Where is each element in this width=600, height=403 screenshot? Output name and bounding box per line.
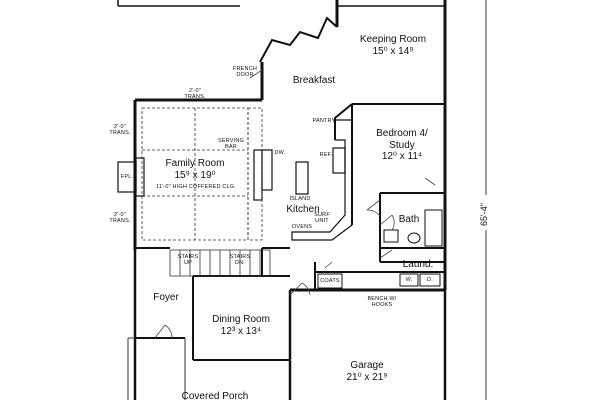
room-name: Bath xyxy=(398,214,420,225)
note-line: FPL. xyxy=(120,174,134,180)
note-line: STAIRS xyxy=(229,254,251,260)
kitchen-counters xyxy=(253,119,353,241)
note-line: BAR xyxy=(225,144,237,151)
room-dimensions: 12³ x 13⁴ xyxy=(220,325,262,337)
note-line: UP xyxy=(183,260,193,267)
room-name: Covered Porch xyxy=(181,391,249,402)
dining-room-label: Dining Room 12³ x 13⁴ xyxy=(203,314,279,337)
kitchen-label: Kitchen xyxy=(278,204,328,216)
note-line: COATS xyxy=(320,278,340,284)
refrigerator-note: REF. xyxy=(318,152,334,158)
exterior-walls xyxy=(133,0,447,400)
note-line: BENCH W/ xyxy=(367,296,397,302)
note-line: SERVING xyxy=(217,138,245,144)
porch-outline xyxy=(127,337,186,400)
room-name: Laund. xyxy=(402,259,434,270)
door-swings xyxy=(154,69,436,339)
serving-bar-note: SERVING BAR xyxy=(216,138,246,150)
bedroom-4-study-label: Bedroom 4/ Study 12⁰ x 11⁴ xyxy=(362,128,442,163)
island-note: ISLAND xyxy=(288,196,312,202)
room-name: Keeping Room xyxy=(359,34,427,45)
stairs-up-note: STAIRS UP xyxy=(176,254,200,266)
fireplace-outline xyxy=(117,157,145,197)
laundry-label: Laund. xyxy=(396,259,440,271)
room-name: Garage xyxy=(350,360,384,371)
note-line: 2'-0" xyxy=(114,124,126,130)
coffered-ceiling-note: 11'-0" HIGH COFFERED CLG. xyxy=(148,184,244,190)
room-name: Kitchen xyxy=(286,204,320,215)
note-line: D. xyxy=(427,277,433,283)
room-name: Breakfast xyxy=(292,75,336,86)
washer-note: W. xyxy=(402,277,416,283)
note-line: TRANS. xyxy=(109,130,131,137)
note-line: TRANS. xyxy=(109,218,131,225)
note-line: 2'-0" xyxy=(189,88,201,94)
stairs-outline xyxy=(169,249,271,277)
bath-label: Bath xyxy=(392,214,426,226)
laundry-appliances xyxy=(317,273,441,289)
ovens-note: OVENS xyxy=(290,224,314,230)
room-dimensions: 21⁰ x 21⁹ xyxy=(346,371,388,383)
bath-fixtures xyxy=(383,209,443,247)
transom-top-note: 2'-0" TRANS. xyxy=(180,88,210,100)
stairs-down-note: STAIRS DN. xyxy=(228,254,252,266)
note-line: DN. xyxy=(234,260,246,267)
room-name: Foyer xyxy=(153,292,179,303)
note-line: 2'-0" xyxy=(114,212,126,218)
note-line: UNIT xyxy=(315,218,329,225)
note-line: FRENCH xyxy=(232,66,258,72)
dishwasher-note: DW. xyxy=(272,150,288,156)
note-line: DW. xyxy=(274,150,286,156)
note-line: DOOR xyxy=(236,72,254,79)
room-dimensions: 12⁰ x 11⁴ xyxy=(381,151,423,162)
transom-left-bottom-note: 2'-0" TRANS. xyxy=(106,212,134,224)
overall-depth-dimension: 65'-4" xyxy=(479,203,489,226)
note-line: 11'-0" HIGH COFFERED CLG. xyxy=(155,184,237,190)
room-dimensions: 15⁹ x 19⁰ xyxy=(174,169,216,181)
note-line: REF. xyxy=(319,152,333,158)
room-name-line-2: Study xyxy=(389,139,415,151)
note-line: STAIRS xyxy=(177,254,199,260)
keeping-room-label: Keeping Room 15⁰ x 14⁹ xyxy=(358,34,428,57)
coats-note: COATS xyxy=(318,278,342,284)
pantry-note: PANTRY xyxy=(310,118,338,124)
note-line: TRANS. xyxy=(184,94,206,101)
garage-label: Garage 21⁰ x 21⁹ xyxy=(332,360,402,383)
foyer-label: Foyer xyxy=(146,292,186,304)
dryer-note: D. xyxy=(422,277,438,283)
note-line: HOOKS xyxy=(371,302,393,309)
room-name: Family Room xyxy=(165,158,225,169)
room-dimensions: 15⁰ x 14⁹ xyxy=(372,45,414,57)
room-name: Dining Room xyxy=(212,314,270,325)
fireplace-note: FPL. xyxy=(119,174,135,180)
surf-unit-note: SURF UNIT xyxy=(312,212,332,224)
breakfast-label: Breakfast xyxy=(284,75,344,87)
frame-fragment xyxy=(117,0,240,7)
covered-porch-label: Covered Porch xyxy=(170,391,260,403)
coffered-ceiling xyxy=(141,107,263,241)
french-door-note: FRENCH DOOR xyxy=(230,66,260,78)
note-line: SURF xyxy=(314,212,330,218)
note-line: OVENS xyxy=(291,224,313,230)
family-room-label: Family Room 15⁹ x 19⁰ xyxy=(155,158,235,181)
note-line: ISLAND xyxy=(289,196,311,202)
note-line: PANTRY xyxy=(312,118,336,124)
bench-hooks-note: BENCH W/ HOOKS xyxy=(362,296,402,308)
note-line: W. xyxy=(405,277,413,283)
transom-left-top-note: 2'-0" TRANS. xyxy=(106,124,134,136)
room-name-line-1: Bedroom 4/ xyxy=(376,128,428,139)
